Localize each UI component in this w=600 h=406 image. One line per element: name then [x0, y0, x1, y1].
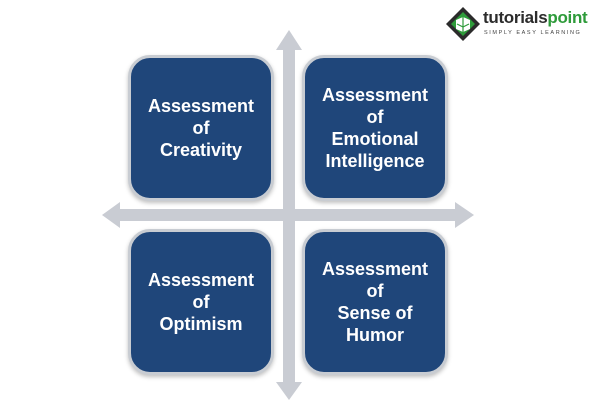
- quadrant-line: Emotional: [331, 129, 419, 149]
- quadrant-line: Assessment of: [321, 259, 429, 301]
- quadrant-line: Intelligence: [325, 151, 425, 171]
- logo-mark-icon: [446, 7, 480, 41]
- quadrant-creativity: Assessment of Creativity: [128, 55, 274, 201]
- quadrant-label: Assessment of Emotional Intelligence: [305, 84, 445, 172]
- quadrant-line: Creativity: [159, 140, 243, 160]
- quadrant-label: Assessment of Sense of Humor: [305, 258, 445, 346]
- quadrant-line: Assessment of: [321, 85, 429, 127]
- quadrant-sense-of-humor: Assessment of Sense of Humor: [302, 229, 448, 375]
- quadrant-optimism: Assessment of Optimism: [128, 229, 274, 375]
- quadrant-line: Optimism: [159, 314, 243, 334]
- logo-wordmark: tutorialspoint: [483, 8, 588, 28]
- right-arrowhead: [455, 202, 474, 228]
- quadrant-emotional-intelligence: Assessment of Emotional Intelligence: [302, 55, 448, 201]
- quadrant-line: Humor: [346, 325, 404, 345]
- down-arrowhead: [276, 382, 302, 400]
- tutorialspoint-logo: tutorialspoint SIMPLY EASY LEARNING: [445, 6, 595, 42]
- logo-word-tutorials: tutorials: [483, 8, 548, 27]
- left-arrowhead: [102, 202, 120, 228]
- quadrant-line: Sense of: [337, 303, 413, 323]
- up-arrowhead: [276, 30, 302, 50]
- quadrant-label: Assessment of Creativity: [131, 95, 271, 161]
- horizontal-axis-shaft: [118, 209, 456, 221]
- quadrant-line: Assessment of: [147, 96, 255, 138]
- logo-word-point: point: [547, 8, 588, 27]
- logo-tagline: SIMPLY EASY LEARNING: [484, 30, 582, 36]
- quadrant-label: Assessment of Optimism: [131, 269, 271, 335]
- quadrant-line: Assessment of: [147, 270, 255, 312]
